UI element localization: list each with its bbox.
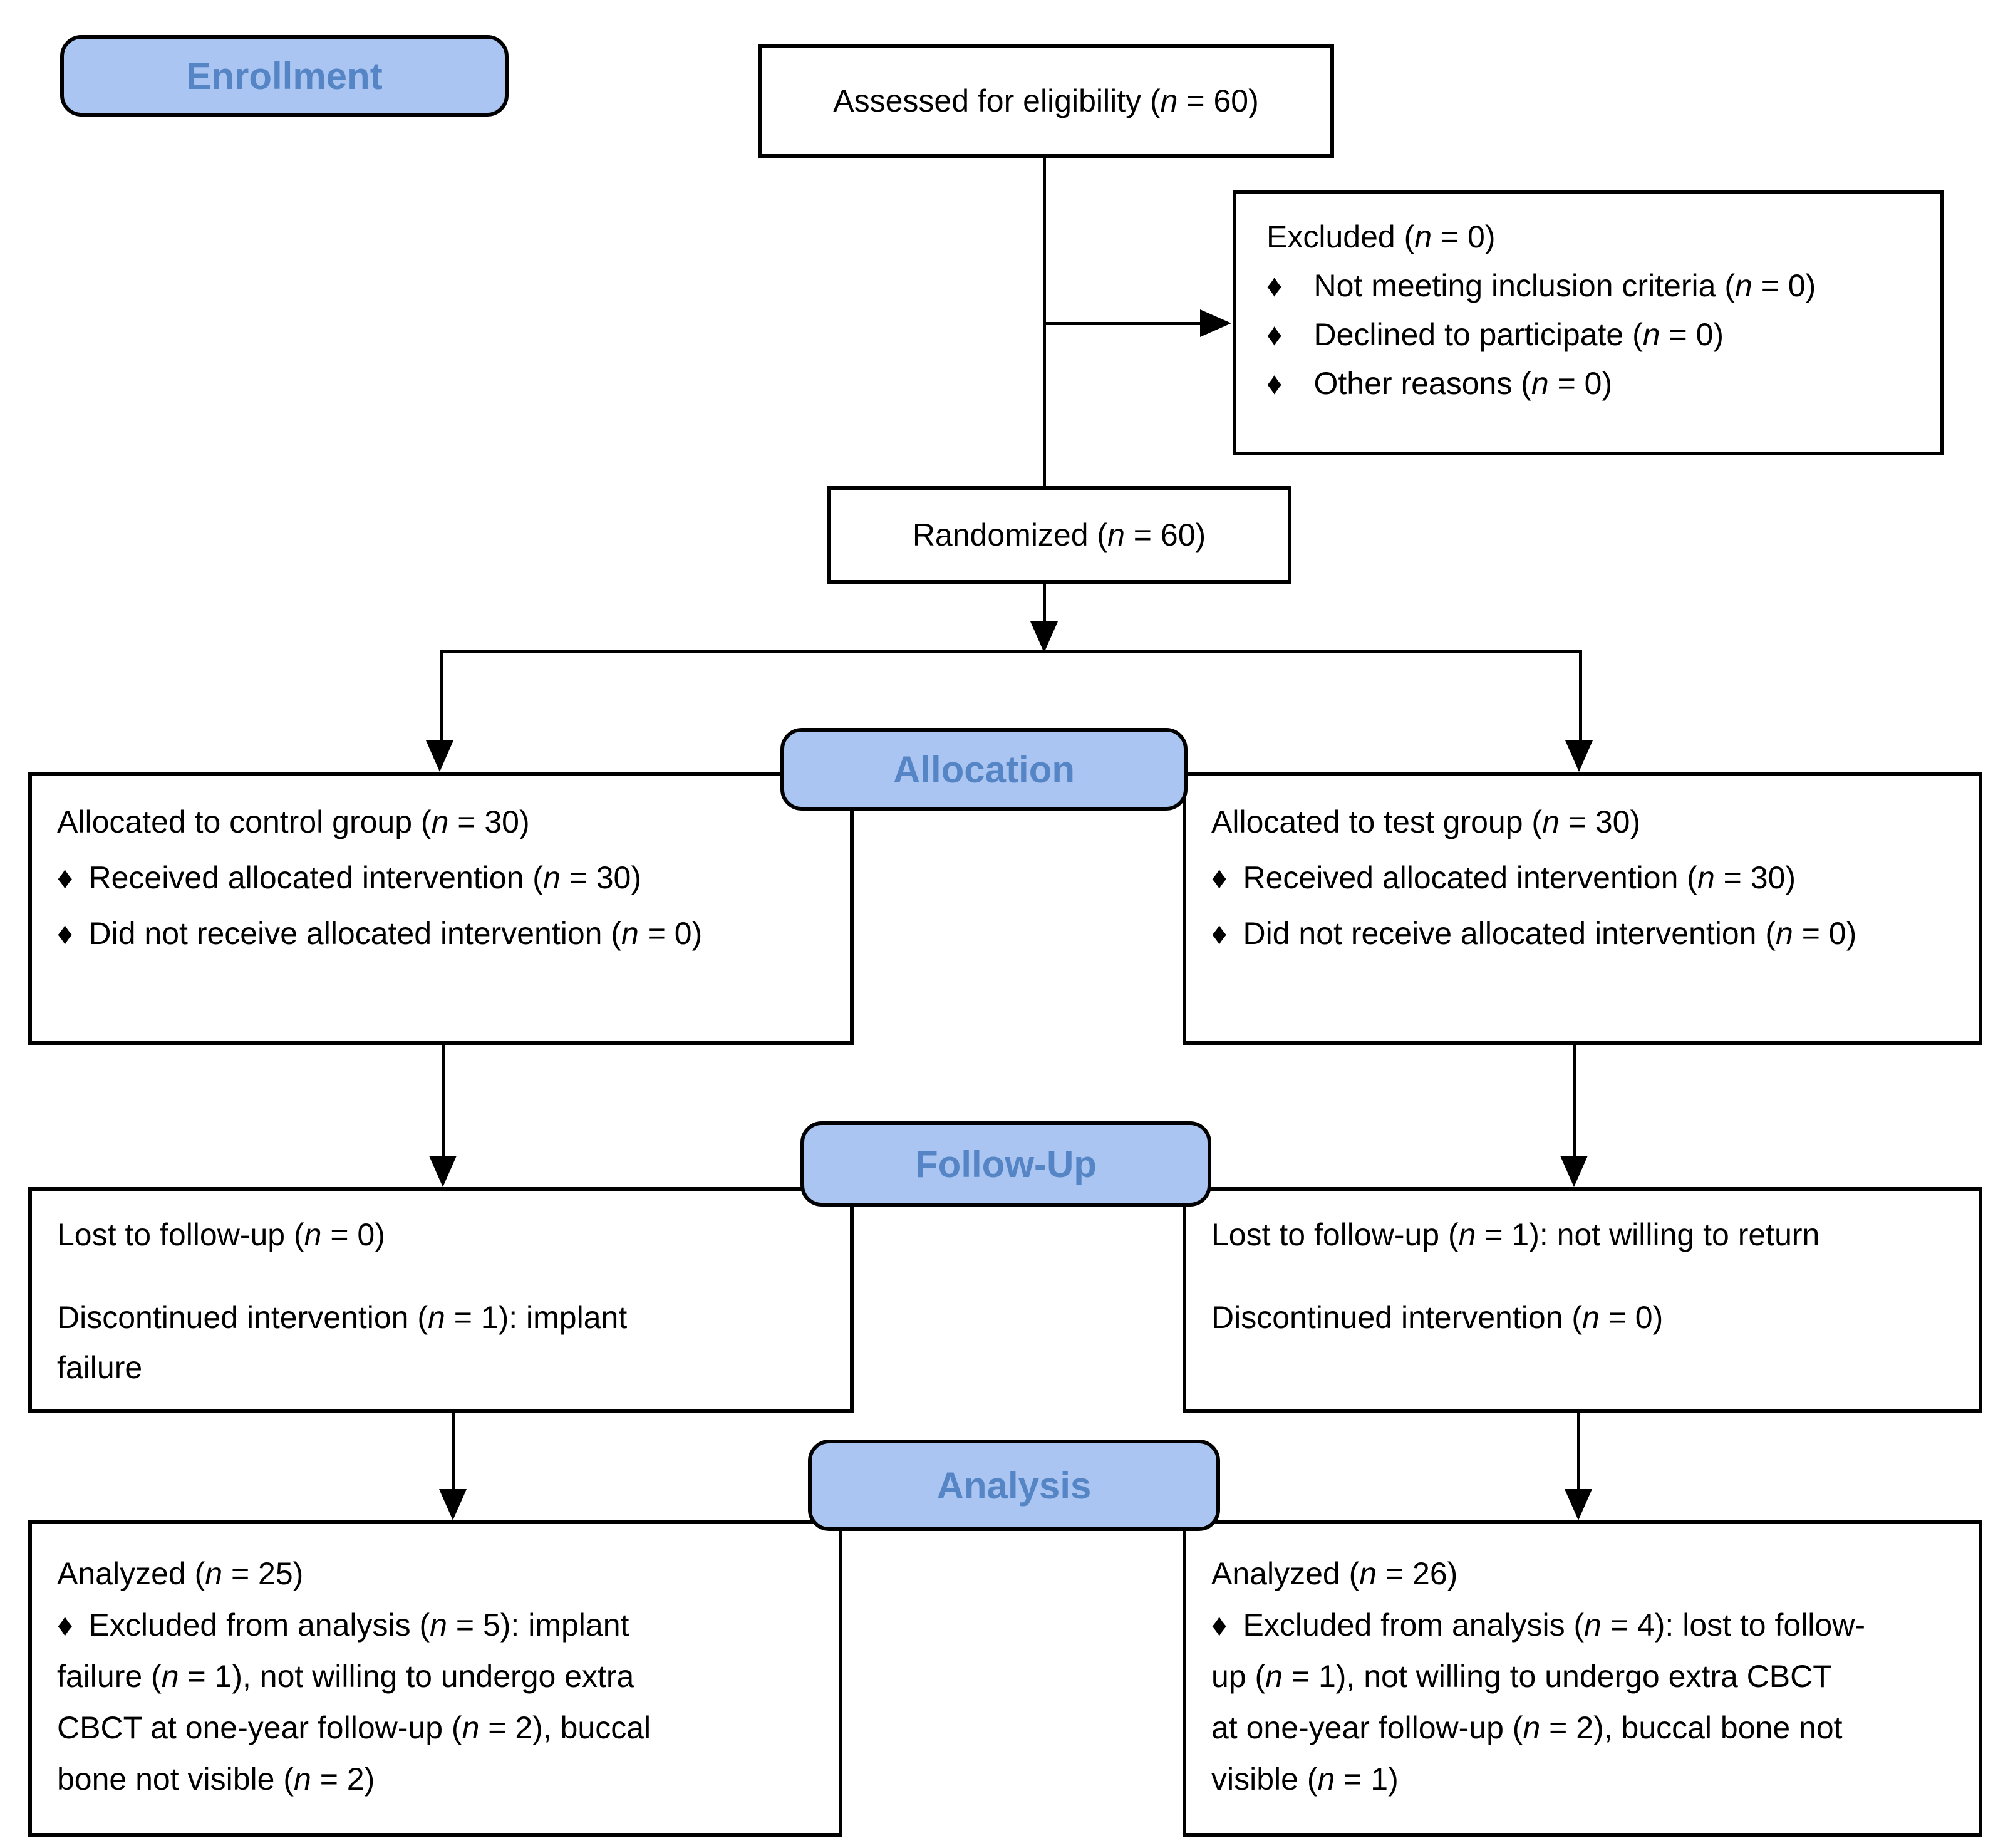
randomized-text: Randomized (n = 60) <box>912 517 1206 553</box>
followup-control-discontinued-text: Discontinued intervention (n = 1): impla… <box>57 1300 628 1385</box>
arrowhead-test-alloc <box>1565 740 1593 772</box>
stage-label-followup-text: Follow-Up <box>915 1143 1097 1185</box>
arrowhead-control-analysis <box>439 1489 467 1520</box>
branch-line <box>441 650 1582 653</box>
followup-control-lost-text: Lost to follow-up (n = 0) <box>57 1217 385 1252</box>
arrowhead-test-followup <box>1560 1156 1588 1187</box>
excluded-text: Excluded (n = 0)♦ Not meeting inclusion … <box>1266 219 1816 401</box>
followup-test-box: Lost to follow-up (n = 1): not willing t… <box>1183 1187 1982 1413</box>
connector-test-followup-to-analysis <box>1577 1413 1580 1490</box>
assessed-text: Assessed for eligibility (n = 60) <box>833 83 1259 118</box>
analysis-control-box: Analyzed (n = 25)♦ Excluded from analysi… <box>28 1520 842 1837</box>
connector-test-alloc-to-followup <box>1573 1045 1576 1157</box>
connector-randomized-to-branch <box>1043 584 1046 624</box>
followup-test-discontinued-text: Discontinued intervention (n = 0) <box>1211 1300 1664 1335</box>
analysis-control-text: Analyzed (n = 25)♦ Excluded from analysi… <box>57 1556 651 1797</box>
stage-label-allocation-text: Allocation <box>893 748 1075 791</box>
randomized-box: Randomized (n = 60) <box>827 486 1291 584</box>
arrowhead-branch <box>1030 621 1058 653</box>
arrowhead-excluded <box>1200 309 1231 337</box>
connector-control-followup-to-analysis <box>452 1413 455 1490</box>
arrowhead-control-alloc <box>426 740 453 772</box>
followup-test-lost-text: Lost to follow-up (n = 1): not willing t… <box>1211 1217 1820 1252</box>
connector-control-alloc-to-followup <box>442 1045 445 1157</box>
stage-label-followup: Follow-Up <box>800 1121 1211 1207</box>
arrowhead-test-analysis <box>1565 1489 1592 1520</box>
allocation-control-box: Allocated to control group (n = 30)♦ Rec… <box>28 772 854 1045</box>
connector-branch-to-test-alloc <box>1579 650 1582 742</box>
stage-label-analysis: Analysis <box>808 1440 1220 1531</box>
arrowhead-control-followup <box>429 1156 457 1187</box>
analysis-test-text: Analyzed (n = 26)♦ Excluded from analysi… <box>1211 1556 1865 1797</box>
allocation-test-box: Allocated to test group (n = 30)♦ Receiv… <box>1183 772 1982 1045</box>
allocation-test-text: Allocated to test group (n = 30)♦ Receiv… <box>1211 804 1857 951</box>
allocation-control-text: Allocated to control group (n = 30)♦ Rec… <box>57 804 703 951</box>
connector-to-excluded <box>1043 322 1203 325</box>
analysis-test-box: Analyzed (n = 26)♦ Excluded from analysi… <box>1183 1520 1982 1837</box>
excluded-box: Excluded (n = 0)♦ Not meeting inclusion … <box>1233 190 1944 455</box>
connector-branch-to-control-alloc <box>440 650 443 742</box>
stage-label-analysis-text: Analysis <box>936 1464 1092 1507</box>
stage-label-allocation: Allocation <box>780 728 1188 811</box>
followup-control-box: Lost to follow-up (n = 0) Discontinued i… <box>28 1187 854 1413</box>
assessed-box: Assessed for eligibility (n = 60) <box>758 44 1334 158</box>
stage-label-enrollment-text: Enrollment <box>186 55 383 97</box>
stage-label-enrollment: Enrollment <box>60 35 509 117</box>
